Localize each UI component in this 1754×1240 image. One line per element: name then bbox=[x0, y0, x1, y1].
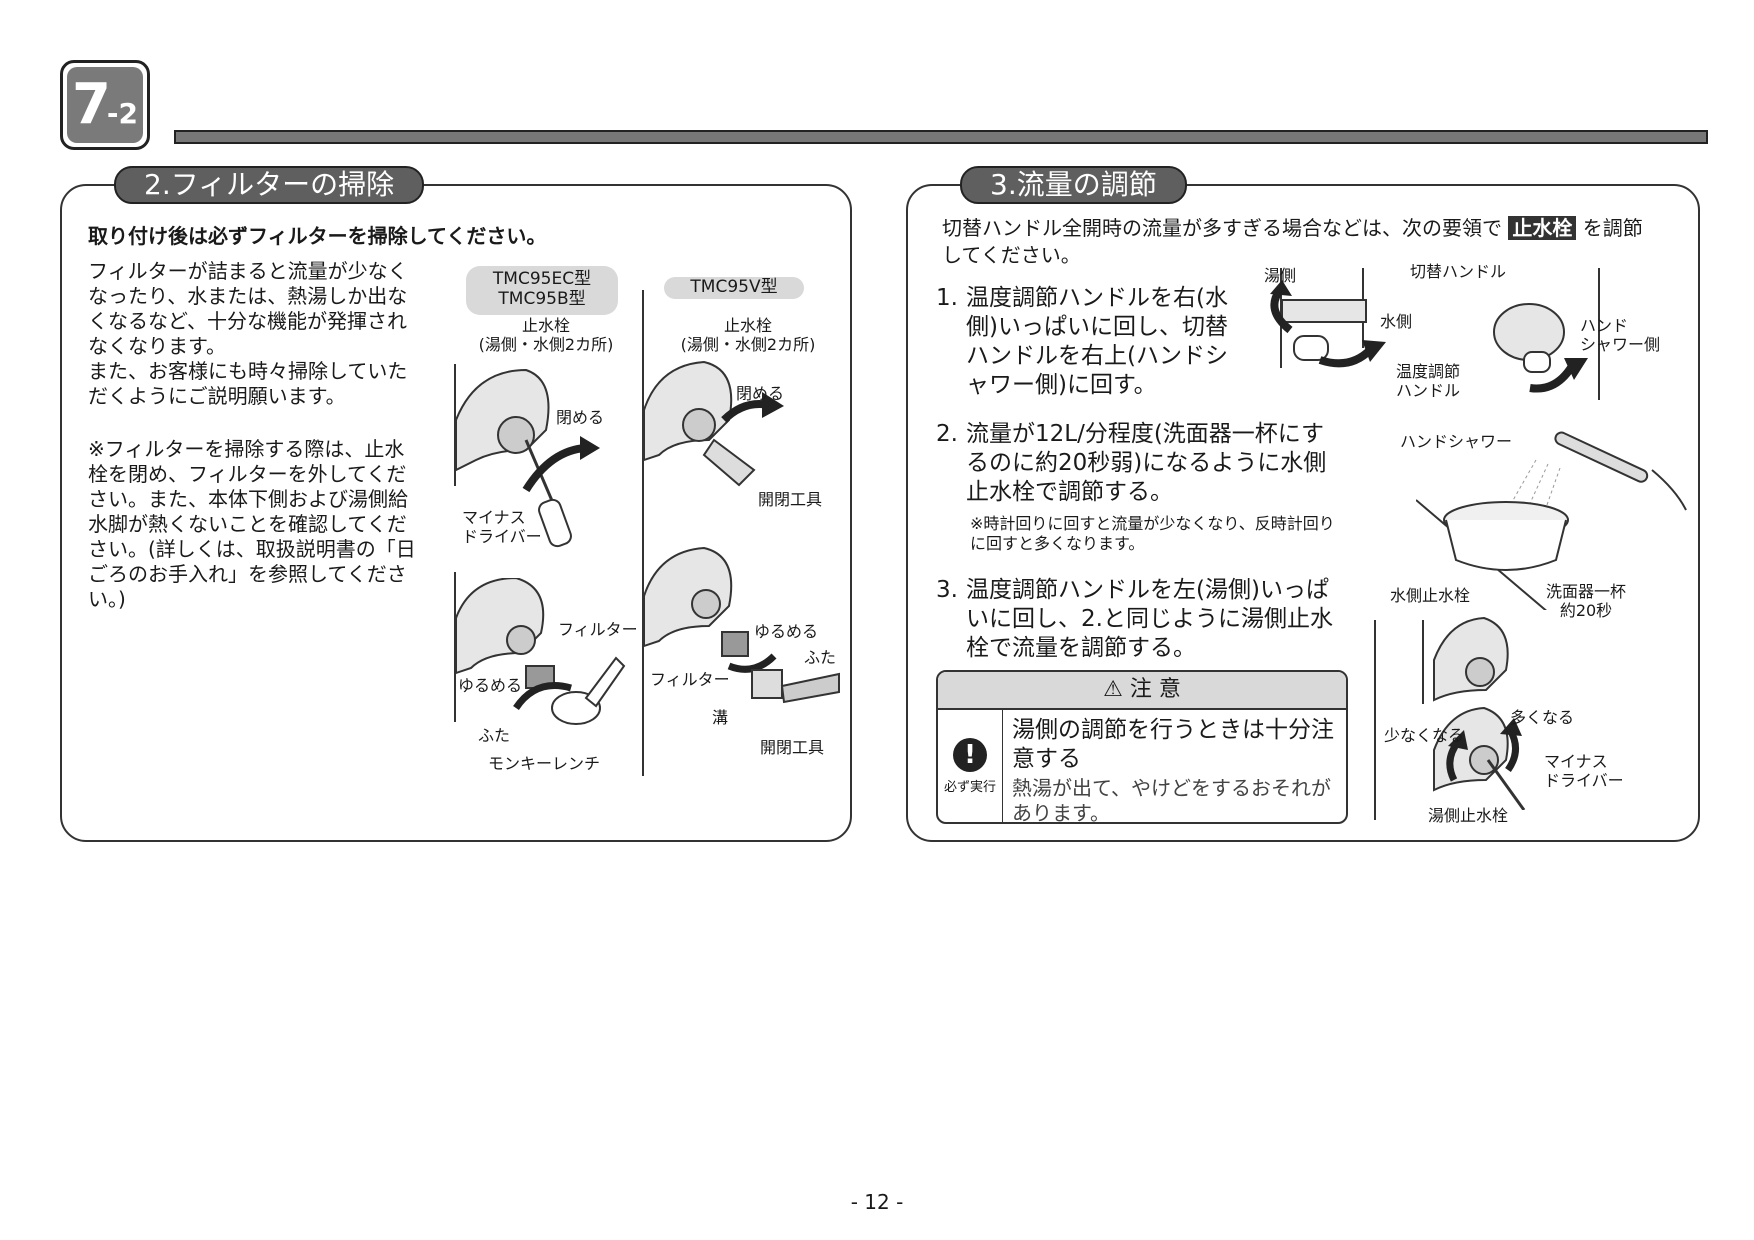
caution-body: 熱湯が出て、やけどをするおそれがあります。 bbox=[1012, 776, 1331, 824]
divider-a-top bbox=[454, 364, 456, 486]
opening-tool-label-b2: 開閉工具 bbox=[760, 738, 825, 757]
section-number: 7 bbox=[71, 72, 111, 137]
flow-section-title: 3.流量の調節 bbox=[960, 166, 1187, 204]
close-label-b: 閉める bbox=[736, 384, 785, 403]
filter-section-title: 2.フィルターの掃除 bbox=[114, 166, 425, 204]
cap-label-b: ふた bbox=[804, 648, 837, 667]
switch-handle-illustration bbox=[1493, 303, 1588, 393]
groove-label: 溝 bbox=[712, 708, 729, 727]
temperature-handle-label: 温度調節 ハンドル bbox=[1396, 362, 1461, 400]
caution-box: ⚠ 注 意 ! 必ず実行 湯側の調節を行うときは十分注意する 熱湯が出て、やけど… bbox=[936, 670, 1348, 824]
valve-outline-mid bbox=[1422, 620, 1424, 704]
header-rule bbox=[174, 130, 1708, 144]
step2-number: 2. bbox=[936, 421, 958, 447]
basin-shower-illustration bbox=[1416, 431, 1687, 610]
divider-models bbox=[642, 290, 644, 776]
filter-removal-illustration-a bbox=[456, 578, 626, 725]
valve-outline-left bbox=[1374, 620, 1376, 820]
warning-triangle-icon: ⚠ bbox=[1103, 677, 1123, 702]
wrench-label: モンキーレンチ bbox=[488, 754, 601, 773]
step3-number: 3. bbox=[936, 577, 958, 603]
caution-heading: 湯側の調節を行うときは十分注意する bbox=[1012, 717, 1334, 772]
hand-shower-label: ハンドシャワー bbox=[1400, 432, 1513, 451]
caution-title: 注 意 bbox=[1129, 677, 1181, 702]
switch-faucet-outline bbox=[1598, 268, 1600, 400]
loosen-label-b: ゆるめる bbox=[754, 622, 819, 641]
cold-side-label: 水側 bbox=[1380, 312, 1413, 331]
stop-valve-adjust-illustration bbox=[1433, 616, 1526, 810]
mandatory-action-label: 必ず実行 bbox=[943, 780, 996, 795]
step1-text: 温度調節ハンドルを右(水側)いっぱいに回し、切替ハンドルを右上(ハンドシャワー側… bbox=[966, 285, 1228, 398]
divider-a-bottom bbox=[454, 572, 456, 722]
filter-lead: 取り付け後は必ずフィルターを掃除してください。 bbox=[88, 224, 547, 248]
stop-valve-highlight: 止水栓 bbox=[1508, 216, 1577, 240]
opening-tool-label-b1: 開閉工具 bbox=[758, 490, 823, 509]
hot-side-label: 湯側 bbox=[1264, 266, 1297, 285]
section-badge: 7-2 bbox=[60, 60, 150, 150]
flow-intro-pre: 切替ハンドル全開時の流量が多すぎる場合などは、次の要領で bbox=[942, 216, 1502, 240]
mandatory-action-icon: ! bbox=[953, 738, 987, 772]
step2-text: 流量が12L/分程度(洗面器一杯にするのに約20秒弱)になるように水側止水栓で調… bbox=[966, 421, 1327, 505]
filter-note: ※フィルターを掃除する際は、止水栓を閉め、フィルターを外してください。また、本体… bbox=[88, 437, 416, 611]
basin-label: 洗面器一杯 約20秒 bbox=[1546, 582, 1627, 620]
filter-removal-illustration-b bbox=[644, 546, 840, 704]
flow-intro: 切替ハンドル全開時の流量が多すぎる場合などは、次の要領で 止水栓 を調節 bbox=[942, 216, 1682, 241]
section-sub-number: -2 bbox=[106, 97, 139, 130]
switch-handle-label: 切替ハンドル bbox=[1410, 262, 1507, 281]
hand-shower-side-label: ハンド シャワー側 bbox=[1580, 316, 1661, 354]
stop-valve-label-b: 止水栓 (湯側・水側2カ所) bbox=[680, 316, 816, 354]
step2-note: ※時計回りに回すと流量が少なくなり、反時計回りに回すと多くなります。 bbox=[970, 514, 1335, 553]
model-label-v: TMC95V型 bbox=[664, 277, 804, 299]
filter-label-b: フィルター bbox=[650, 670, 730, 689]
cold-stop-valve-label: 水側止水栓 bbox=[1390, 586, 1471, 605]
cap-label-a: ふた bbox=[478, 726, 511, 745]
temperature-handle-illustration bbox=[1270, 280, 1386, 368]
stop-valve-label-a: 止水栓 (湯側・水側2カ所) bbox=[478, 316, 614, 354]
step1-number: 1. bbox=[936, 285, 958, 311]
model-label-ec-b: TMC95EC型 TMC95B型 bbox=[466, 266, 618, 315]
step3-text: 温度調節ハンドルを左(湯側)いっぱいに回し、2.と同じように湯側止水栓で流量を調… bbox=[966, 577, 1333, 661]
filter-body: フィルターが詰まると流量が少なくなったり、水または、熱湯しか出なくなるなど、十分… bbox=[88, 259, 408, 408]
flow-intro-post: を調節 bbox=[1582, 216, 1643, 240]
hot-stop-valve-label: 湯側止水栓 bbox=[1428, 806, 1509, 825]
screwdriver-label-a: マイナス ドライバー bbox=[462, 508, 542, 546]
filter-label-a: フィルター bbox=[558, 620, 638, 639]
decrease-label: 少なくなる bbox=[1384, 726, 1465, 745]
valve-close-illustration-b bbox=[644, 360, 784, 487]
loosen-label-a: ゆるめる bbox=[458, 676, 523, 695]
caution-icon-cell: ! 必ず実行 bbox=[938, 710, 1003, 822]
flow-intro-line2: してください。 bbox=[942, 243, 1081, 267]
valve-close-illustration-a bbox=[456, 368, 600, 548]
close-label-a: 閉める bbox=[556, 408, 605, 427]
increase-label: 多くなる bbox=[1510, 708, 1575, 727]
caution-header: ⚠ 注 意 bbox=[938, 672, 1346, 710]
page-number: - 12 - bbox=[850, 1190, 904, 1214]
screwdriver-label-right: マイナス ドライバー bbox=[1544, 752, 1624, 790]
